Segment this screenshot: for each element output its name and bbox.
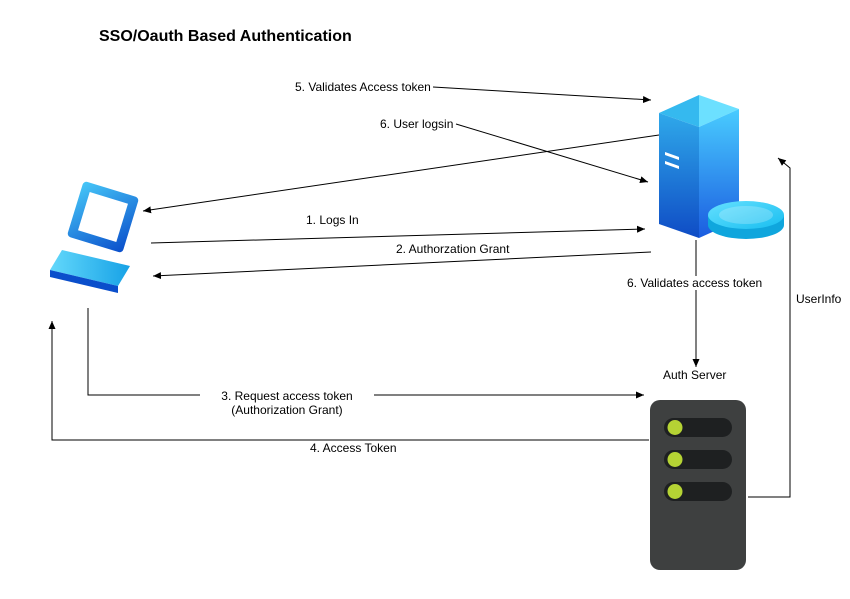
label-step3-line1: 3. Request access token [221, 389, 353, 403]
label-step6-validates-token: 6. Validates access token [624, 276, 766, 290]
label-step2-auth-grant: 2. Authorzation Grant [396, 242, 510, 256]
arrow-userinfo [748, 157, 791, 498]
label-step6-user-logsin: 6. User logsin [380, 117, 454, 131]
server-vent-line [665, 152, 679, 160]
arrow-step3-request-token [87, 308, 644, 399]
label-step3-line2: (Authorization Grant) [231, 403, 343, 417]
arrow-step4-access-token [48, 321, 649, 441]
label-step1-logs-in: 1. Logs In [306, 213, 359, 227]
arrow-step1-logs-in [150, 225, 646, 244]
label-auth-server: Auth Server [663, 368, 727, 382]
led-indicator [667, 484, 683, 499]
led-indicator [667, 452, 683, 467]
auth-server-icon [648, 398, 748, 572]
led-indicator [667, 420, 683, 435]
database-disk-icon [705, 195, 787, 243]
label-step4-access-token: 4. Access Token [310, 441, 397, 455]
label-userinfo: UserInfo [796, 292, 842, 306]
arrow-server-to-client [142, 134, 660, 214]
arrow-step6-user-logsin [455, 123, 649, 184]
label-step3-request-token: 3. Request access token (Authorization G… [200, 389, 374, 417]
arrow-step2-auth-grant [152, 251, 652, 280]
client-laptop-icon [50, 178, 152, 306]
server-vent-line [665, 161, 679, 169]
diagram-title: SSO/Oauth Based Authentication [99, 28, 352, 45]
arrow-step5-validates [432, 86, 652, 104]
label-step5-validates: 5. Validates Access token [295, 80, 431, 94]
